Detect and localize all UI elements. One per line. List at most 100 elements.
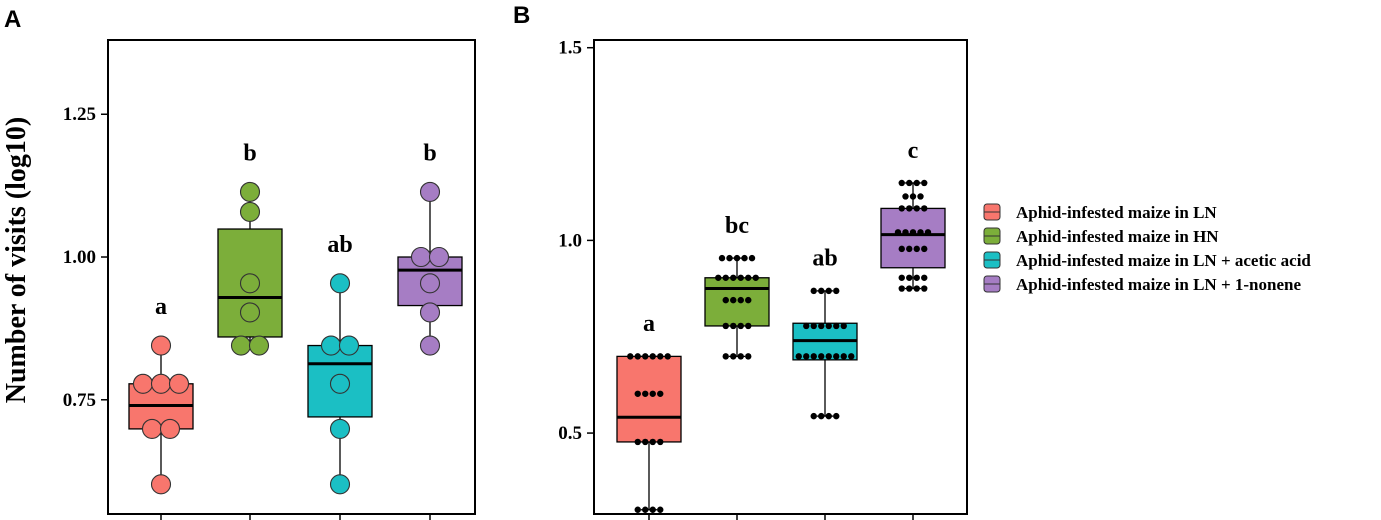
legend: Aphid-infested maize in LN Aphid-infested… xyxy=(983,203,1311,294)
box-group-b-2: bc xyxy=(704,213,770,360)
data-point xyxy=(627,353,634,360)
data-point xyxy=(833,287,840,295)
box-group-a-1: a xyxy=(128,294,194,495)
box-group-a-4: b xyxy=(397,140,463,356)
data-point xyxy=(410,246,432,268)
data-point xyxy=(803,322,810,330)
data-point xyxy=(913,179,920,187)
significance-letter: a xyxy=(155,294,167,320)
data-point xyxy=(810,322,817,330)
data-point xyxy=(745,353,752,360)
data-point xyxy=(898,274,905,281)
y-tick-label-a: 0.75 xyxy=(63,390,96,411)
data-point xyxy=(419,335,441,356)
data-point xyxy=(150,335,172,356)
data-point xyxy=(898,285,905,292)
iqr-box xyxy=(704,277,770,327)
data-point xyxy=(921,285,928,292)
box-group-a-2: b xyxy=(217,140,283,356)
data-point xyxy=(649,438,656,446)
data-point xyxy=(329,373,351,394)
data-point xyxy=(726,254,733,262)
panel-label-b: B xyxy=(513,2,530,29)
data-point xyxy=(917,193,924,200)
data-point xyxy=(737,296,744,304)
data-point xyxy=(722,322,729,330)
data-point xyxy=(168,373,190,394)
data-point xyxy=(833,412,840,420)
data-point xyxy=(737,353,744,360)
data-point xyxy=(649,353,656,360)
data-point xyxy=(894,229,902,236)
data-point xyxy=(795,353,802,360)
data-point xyxy=(741,254,748,262)
data-point xyxy=(338,335,360,356)
data-point xyxy=(898,205,905,212)
data-point xyxy=(150,474,172,495)
data-point xyxy=(329,474,351,495)
data-point xyxy=(239,181,261,202)
data-point xyxy=(730,322,737,330)
data-point xyxy=(634,353,641,360)
data-point xyxy=(745,296,752,304)
significance-letter: bc xyxy=(725,213,749,239)
data-point xyxy=(248,335,270,356)
significance-letter: a xyxy=(643,311,655,337)
y-tick-label-b: 1.5 xyxy=(558,38,582,59)
data-point xyxy=(803,353,810,360)
box-group-b-1: a xyxy=(616,311,682,513)
data-point xyxy=(921,274,928,281)
legend-label: Aphid-infested maize in LN + 1-nonene xyxy=(1016,275,1301,294)
significance-letter: b xyxy=(423,140,436,166)
iqr-box xyxy=(616,355,682,443)
data-point xyxy=(718,254,726,262)
data-point xyxy=(634,506,641,513)
data-point xyxy=(818,412,825,420)
plot-frame-b xyxy=(593,39,968,515)
data-point xyxy=(745,274,752,281)
data-point xyxy=(924,229,932,236)
legend-item: Aphid-infested maize in LN xyxy=(983,203,1217,222)
data-point xyxy=(642,506,649,513)
box-group-b-4: c xyxy=(880,138,946,292)
data-point xyxy=(649,506,656,513)
data-point xyxy=(141,418,163,439)
data-point xyxy=(848,353,855,360)
data-point xyxy=(419,273,441,294)
data-point xyxy=(642,390,649,397)
data-point xyxy=(320,335,342,356)
y-tick-label-a: 1.00 xyxy=(63,247,96,268)
data-point xyxy=(737,322,744,330)
data-point xyxy=(913,245,920,253)
data-point xyxy=(902,229,909,236)
data-point xyxy=(921,245,928,253)
significance-letter: b xyxy=(243,140,256,166)
iqr-box xyxy=(880,207,946,269)
data-point xyxy=(833,353,840,360)
data-point xyxy=(840,322,847,330)
data-point xyxy=(329,418,351,439)
data-point xyxy=(634,438,641,446)
data-point xyxy=(825,287,832,295)
data-point xyxy=(730,296,737,304)
data-point xyxy=(898,245,905,253)
data-point xyxy=(642,438,649,446)
significance-letter: ab xyxy=(812,246,837,272)
data-point xyxy=(722,296,729,304)
data-point xyxy=(909,193,917,200)
legend-label: Aphid-infested maize in LN + acetic acid xyxy=(1016,251,1311,270)
data-point xyxy=(722,353,729,360)
data-point xyxy=(917,229,924,236)
data-point xyxy=(733,254,741,262)
data-point xyxy=(239,273,261,294)
data-point xyxy=(825,322,832,330)
y-tick-label-a: 1.25 xyxy=(63,104,96,125)
panel-label-a: A xyxy=(4,6,21,33)
legend-item: Aphid-infested maize in LN + acetic acid xyxy=(983,251,1311,270)
data-point xyxy=(825,412,832,420)
significance-letter: ab xyxy=(327,232,352,258)
data-point xyxy=(906,179,913,187)
